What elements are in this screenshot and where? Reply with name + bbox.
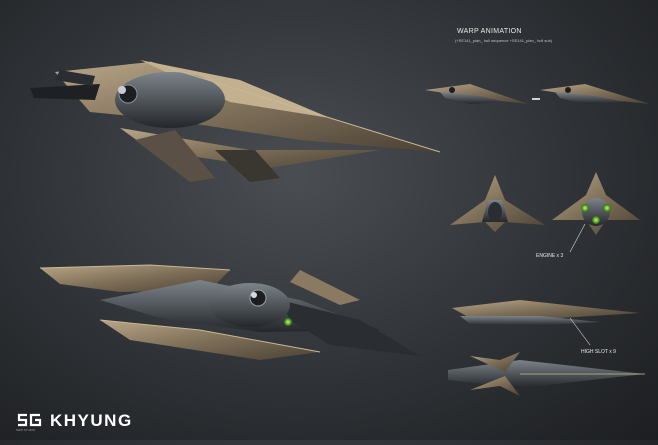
ship-name: KHYUNG xyxy=(50,411,133,430)
ship-rear-view-right xyxy=(552,172,640,253)
ship-warp-frame-2 xyxy=(532,84,650,104)
engine-callout: ENGINE x 3 xyxy=(536,253,564,259)
ship-bottom-view xyxy=(448,352,645,396)
ship-main-perspective-view xyxy=(39,264,420,360)
ship-side-view xyxy=(452,300,640,346)
ship-main-top-view xyxy=(30,60,441,182)
warp-animation-caption: (+SE141_pian_ hull sequence +SE141_pian_… xyxy=(455,38,553,43)
sg-logo-icon xyxy=(16,413,42,429)
warp-animation-title: WARP ANIMATION xyxy=(457,28,522,35)
sg-logo-mark xyxy=(17,413,42,427)
ship-warp-frame-1 xyxy=(425,84,528,104)
brand-subtitle: SHIP STUDIO xyxy=(16,428,36,432)
ship-rear-view-left xyxy=(450,175,545,232)
brand-lockup: KHYUNG xyxy=(16,411,133,431)
high-slot-callout: HIGH SLOT x 9 xyxy=(581,349,616,355)
